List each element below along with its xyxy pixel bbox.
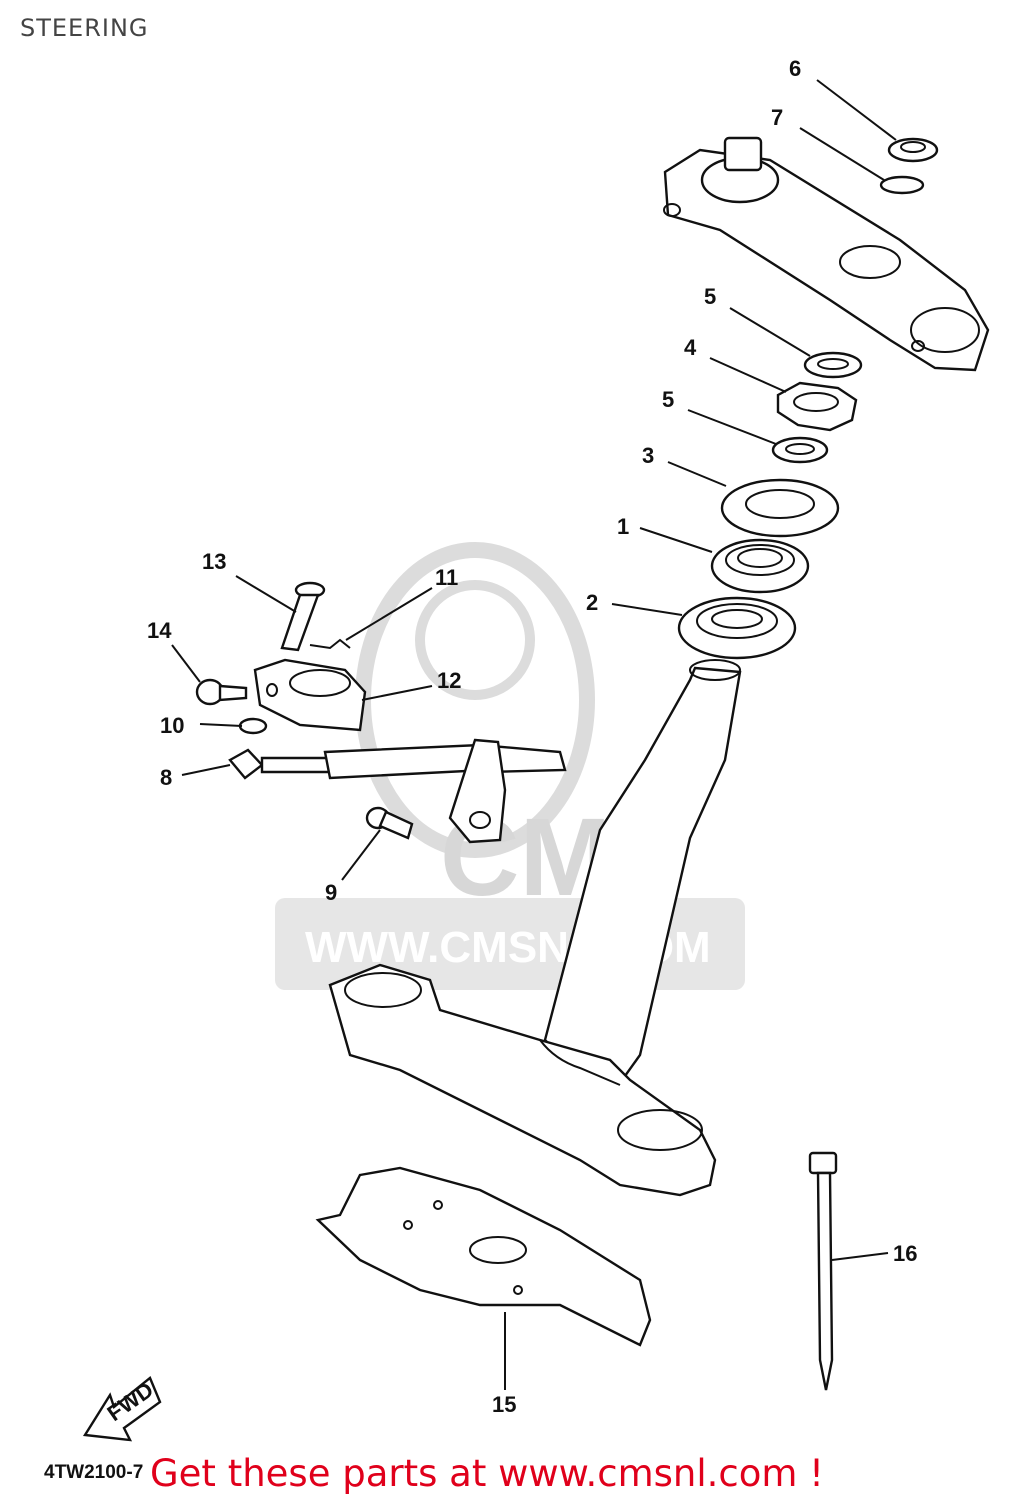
part-5-washer-lower <box>771 436 829 464</box>
callout-2: 2 <box>586 590 598 615</box>
part-7-washer <box>879 175 925 195</box>
leader-lines <box>171 79 897 1390</box>
callout-15: 15 <box>492 1392 516 1417</box>
callout-3: 3 <box>642 443 654 468</box>
callout-11: 11 <box>435 565 458 590</box>
part-2-bearing <box>677 596 797 660</box>
diagram-code: 4TW2100-7 <box>44 1462 144 1483</box>
callout-5-upper: 5 <box>704 284 716 309</box>
fwd-arrow-icon: FWD <box>82 1376 162 1442</box>
callout-14: 14 <box>147 618 172 643</box>
part-5-washer-upper <box>803 351 863 379</box>
callout-9: 9 <box>325 880 337 905</box>
part-9-bolt <box>365 806 414 840</box>
callout-5-lower: 5 <box>662 387 674 412</box>
buy-parts-link[interactable]: Get these parts at www.cmsnl.com ! <box>150 1452 825 1495</box>
page-title: STEERING <box>20 14 149 42</box>
part-12-clamp <box>253 658 367 732</box>
part-8-steering-damper <box>228 738 567 844</box>
part-6-nut <box>887 137 939 163</box>
part-1-bearing <box>710 538 810 594</box>
callout-12: 12 <box>437 668 461 693</box>
part-3-seal <box>720 478 840 538</box>
part-16-cable-tie <box>808 1151 838 1391</box>
callout-13: 13 <box>202 549 226 574</box>
part-15-cover <box>315 1166 652 1347</box>
part-10-nut <box>238 717 268 735</box>
upper-bracket <box>663 136 990 372</box>
part-11-clip <box>309 638 351 650</box>
callout-16: 16 <box>893 1241 917 1266</box>
callout-8: 8 <box>160 765 172 790</box>
callout-6: 6 <box>789 56 801 81</box>
callout-10: 10 <box>160 713 184 738</box>
steering-stem-lower-bracket <box>328 659 742 1197</box>
part-4-ring-nut <box>776 381 858 432</box>
callout-1: 1 <box>617 514 629 539</box>
part-14-bolt <box>195 678 248 706</box>
callout-4: 4 <box>684 335 697 360</box>
callout-7: 7 <box>771 105 783 130</box>
callout-numbers: 6 7 5 4 5 3 1 2 13 11 14 10 8 12 9 15 16 <box>147 56 917 1417</box>
part-13-pin <box>280 581 326 652</box>
